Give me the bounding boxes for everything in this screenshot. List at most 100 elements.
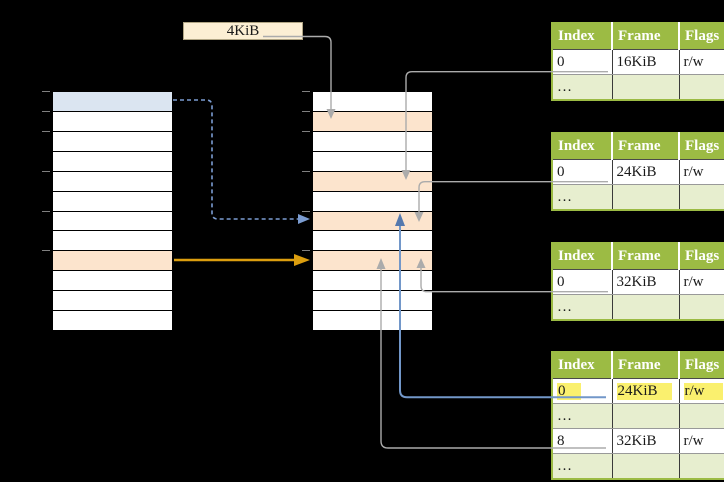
memory-row-white <box>313 191 432 212</box>
address-tick <box>302 210 310 212</box>
memory-row-white <box>313 92 432 112</box>
memory-row-white <box>53 151 172 172</box>
memory-row-white <box>53 131 172 152</box>
middle-memory-rows <box>313 91 432 332</box>
memory-row-white <box>53 111 172 132</box>
frame-table-row: 0 24KiB r/w <box>552 378 724 404</box>
frame-table-cell: 24KiB <box>612 159 680 185</box>
memory-row-orange <box>53 251 172 272</box>
memory-row-white <box>53 271 172 292</box>
memory-row-white <box>313 271 432 292</box>
middle-memory-table <box>302 91 432 332</box>
frame-table-cell: r/w <box>679 49 724 75</box>
frame-table-cell: … <box>552 74 613 100</box>
frame-table-cell: 32KiB <box>612 269 680 295</box>
frame-table-cell: 0 <box>552 159 613 185</box>
frame-table-cell <box>612 453 680 479</box>
page-size-label: 4KiB <box>183 22 303 40</box>
frame-table-cell <box>679 184 724 210</box>
frame-table-header-frame: Frame <box>612 23 680 50</box>
memory-row-orange <box>313 171 432 192</box>
frame-table-row: … <box>552 294 724 320</box>
frame-table-cell <box>679 294 724 320</box>
address-tick <box>42 250 50 252</box>
frame-table-cell <box>612 294 680 320</box>
frame-table-header-flags: Flags <box>679 23 724 50</box>
address-tick <box>42 210 50 212</box>
memory-row-white <box>53 171 172 192</box>
memory-row-orange <box>313 251 432 272</box>
frame-table-cell: … <box>552 184 613 210</box>
memory-row-white <box>313 231 432 252</box>
frame-table-header-index: Index <box>552 133 613 160</box>
frame-table-header-frame: Frame <box>612 133 680 160</box>
left-memory-rows <box>53 91 172 332</box>
frame-table-header-flags: Flags <box>679 133 724 160</box>
address-tick <box>42 110 50 112</box>
frame-table-cell: 0 <box>552 378 613 404</box>
frame-table-cell <box>679 453 724 479</box>
memory-row-white <box>313 311 432 332</box>
frame-table-cell: 32KiB <box>612 428 680 454</box>
memory-row-white <box>53 291 172 312</box>
frame-table-cell: … <box>552 403 613 429</box>
frame-table-cell <box>612 74 680 100</box>
frame-table-cell <box>612 403 680 429</box>
frame-table-cell: r/w <box>679 378 724 404</box>
frame-table-header-index: Index <box>552 243 613 270</box>
frame-table-header-index: Index <box>552 23 613 50</box>
memory-row-white <box>53 231 172 252</box>
frame-table-cell <box>679 403 724 429</box>
address-tick <box>302 250 310 252</box>
frame-table-cell: r/w <box>679 269 724 295</box>
left-memory-table <box>42 91 172 332</box>
frame-table-cell <box>612 184 680 210</box>
memory-row-blue <box>53 92 172 112</box>
frame-table-header-flags: Flags <box>679 352 724 379</box>
frame-table-cell: r/w <box>679 159 724 185</box>
frame-table-cell: r/w <box>679 428 724 454</box>
frame-table-header-frame: Frame <box>612 243 680 270</box>
frame-table-row: … <box>552 453 724 479</box>
memory-row-orange <box>313 211 432 232</box>
address-tick <box>302 170 310 172</box>
frame-table-cell: … <box>552 453 613 479</box>
frame-table-cell: 0 <box>552 269 613 295</box>
frame-table-row: … <box>552 74 724 100</box>
highlighted-value: 24KiB <box>616 382 672 400</box>
address-tick <box>302 110 310 112</box>
memory-row-white <box>313 291 432 312</box>
memory-row-white <box>313 131 432 152</box>
frame-table-cell: 24KiB <box>612 378 680 404</box>
frame-table-cell: 8 <box>552 428 613 454</box>
frame-table-row: … <box>552 184 724 210</box>
memory-row-white <box>313 151 432 172</box>
highlighted-value: 0 <box>557 382 581 400</box>
address-tick <box>42 170 50 172</box>
memory-row-white <box>53 211 172 232</box>
address-tick <box>302 91 310 92</box>
arrow-dashed-left0-to-frame7 <box>173 99 298 220</box>
frame-table-cell <box>679 74 724 100</box>
frame-table-cell: 0 <box>552 49 613 75</box>
address-tick <box>42 130 50 132</box>
frame-table-cell: 16KiB <box>612 49 680 75</box>
frame-table-cell: … <box>552 294 613 320</box>
highlighted-value: r/w <box>683 382 723 400</box>
memory-row-white <box>53 191 172 212</box>
address-tick <box>302 130 310 132</box>
address-tick <box>42 91 50 92</box>
memory-row-white <box>53 311 172 332</box>
memory-row-orange <box>313 111 432 132</box>
frame-table-header-flags: Flags <box>679 243 724 270</box>
frame-table-header-frame: Frame <box>612 352 680 379</box>
